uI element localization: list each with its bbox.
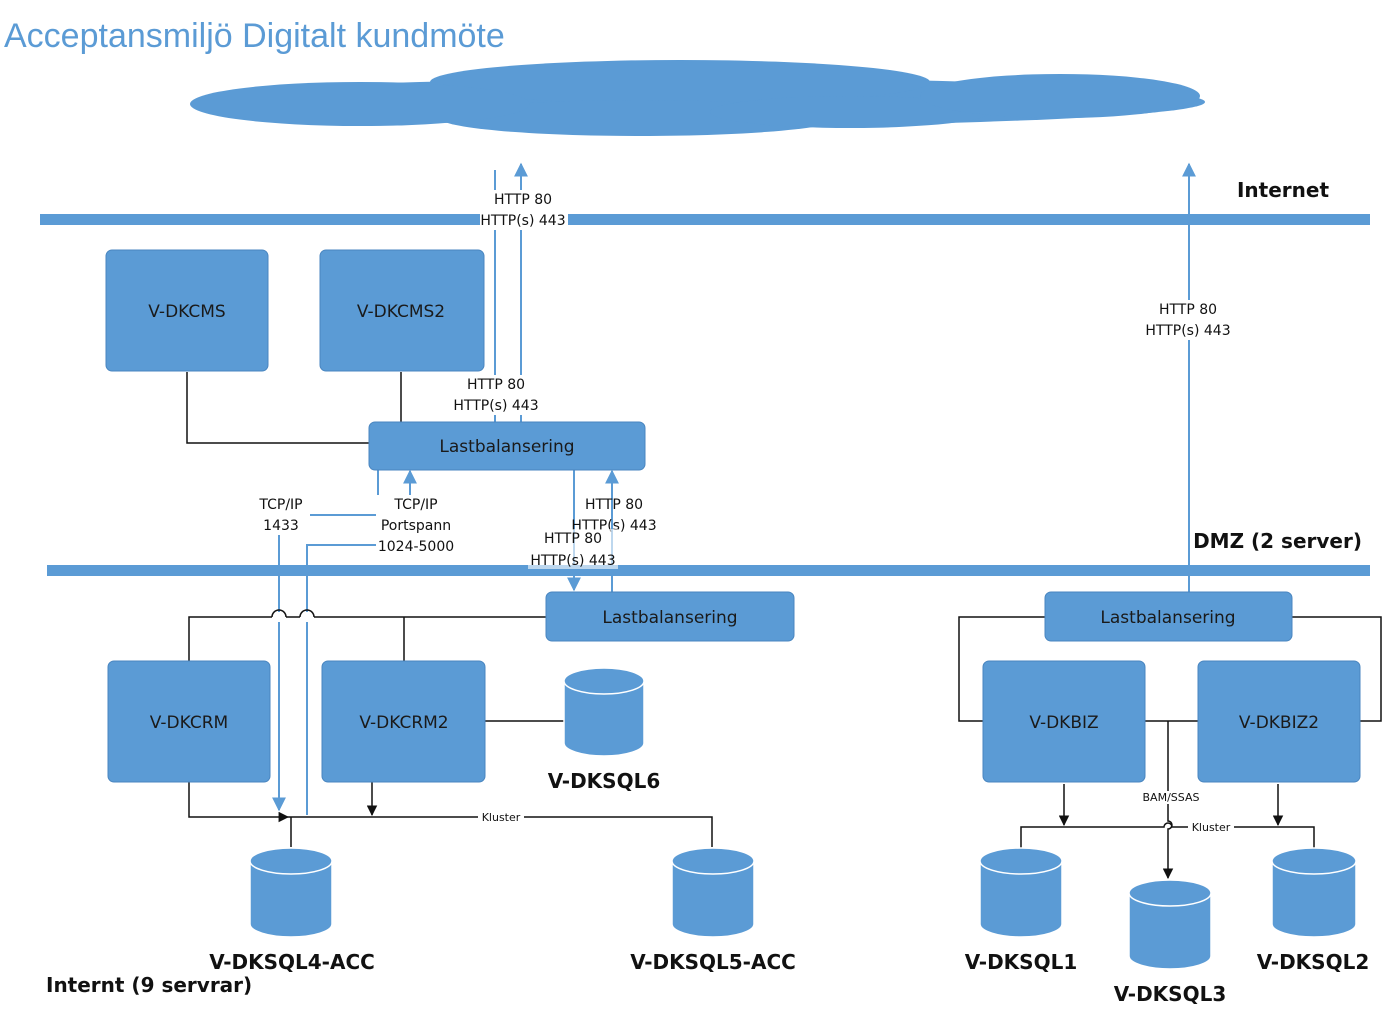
zone-label-internet: Internet xyxy=(1237,178,1329,202)
load-balancer-label: Lastbalansering xyxy=(1100,608,1235,628)
server-label: V-DKCRM xyxy=(150,713,228,733)
server-label: V-DKCMS2 xyxy=(357,302,445,322)
load-balancer-label: Lastbalansering xyxy=(602,608,737,628)
server-label: V-DKCRM2 xyxy=(359,713,448,733)
cluster-label-biz: Kluster xyxy=(1192,821,1231,834)
database-label-sql5: V-DKSQL5-ACC xyxy=(630,950,796,974)
server-label: V-DKBIZ xyxy=(1029,713,1098,733)
internet-network-bar xyxy=(40,214,1370,225)
load-balancer-dmz: Lastbalansering xyxy=(368,421,646,471)
protocol-tcp-label: TCP/IP xyxy=(258,497,302,513)
protocol-http-label: HTTP 80 xyxy=(1159,302,1217,318)
page-title: Acceptansmiljö Digitalt kundmöte xyxy=(4,17,505,55)
server-v-dkbiz: V-DKBIZ xyxy=(982,660,1146,783)
protocol-labels: HTTP 80 HTTP(s) 443 HTTP 80 HTTP(s) 443 … xyxy=(254,190,1234,569)
server-v-dkcms: V-DKCMS xyxy=(105,249,269,372)
load-balancer-biz: Lastbalansering xyxy=(1044,591,1293,642)
database-icon-sql5 xyxy=(671,847,755,938)
protocol-http-label: HTTP 80 xyxy=(494,192,552,208)
server-v-dkcrm2: V-DKCRM2 xyxy=(321,660,486,783)
server-label: V-DKCMS xyxy=(148,302,225,322)
database-label-sql3: V-DKSQL3 xyxy=(1114,982,1227,1006)
database-icon-sql3 xyxy=(1128,879,1212,970)
zone-label-dmz: DMZ (2 server) xyxy=(1193,529,1362,553)
protocol-http-label: HTTP 80 xyxy=(467,377,525,393)
server-label: V-DKBIZ2 xyxy=(1239,713,1319,733)
protocol-http-label: HTTP 80 xyxy=(544,531,602,547)
protocol-https-label: HTTP(s) 443 xyxy=(530,553,615,569)
cluster-label-crm: Kluster xyxy=(482,811,521,824)
protocol-port-range-label: 1024-5000 xyxy=(378,539,454,555)
database-label-sql4: V-DKSQL4-ACC xyxy=(209,950,375,974)
protocol-https-label: HTTP(s) 443 xyxy=(1145,323,1230,339)
internet-cloud-icon xyxy=(190,60,1205,136)
protocol-https-label: HTTP(s) 443 xyxy=(453,398,538,414)
database-label-sql1: V-DKSQL1 xyxy=(965,950,1078,974)
database-icon-sql4 xyxy=(249,847,333,938)
protocol-portspann-label: Portspann xyxy=(381,518,451,534)
server-v-dkcms2: V-DKCMS2 xyxy=(319,249,485,372)
database-label-sql6: V-DKSQL6 xyxy=(548,769,661,793)
load-balancer-label: Lastbalansering xyxy=(439,437,574,457)
protocol-port-label: 1433 xyxy=(263,518,299,534)
protocol-http-label: HTTP 80 xyxy=(585,497,643,513)
server-v-dkbiz2: V-DKBIZ2 xyxy=(1197,660,1361,783)
zone-label-internal: Internt (9 servrar) xyxy=(46,973,252,997)
database-icon-sql2 xyxy=(1271,847,1357,938)
protocol-https-label: HTTP(s) 443 xyxy=(480,213,565,229)
dmz-network-bar xyxy=(47,565,1370,576)
bam-ssas-label: BAM/SSAS xyxy=(1143,791,1200,804)
database-icon-sql1 xyxy=(979,847,1063,938)
line-crossings xyxy=(271,609,315,622)
database-icon-sql6 xyxy=(563,667,645,757)
connector-lines xyxy=(186,372,1382,880)
load-balancer-crm: Lastbalansering xyxy=(545,591,795,642)
database-label-sql2: V-DKSQL2 xyxy=(1257,950,1370,974)
protocol-tcp-label: TCP/IP xyxy=(393,497,437,513)
server-v-dkcrm: V-DKCRM xyxy=(107,660,271,783)
